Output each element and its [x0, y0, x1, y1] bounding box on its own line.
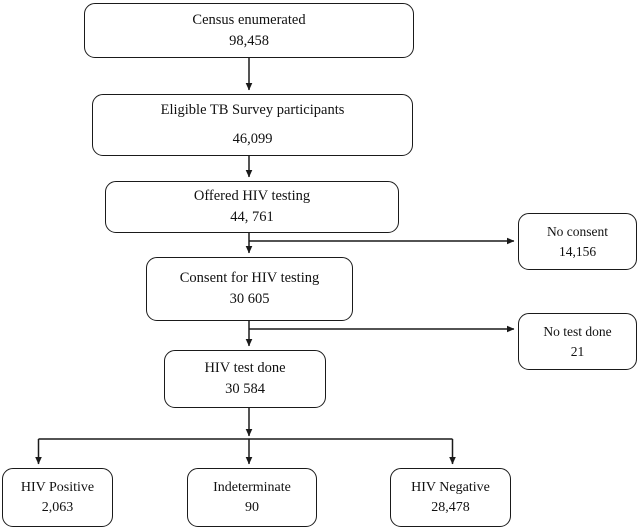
node-consent-label: Consent for HIV testing	[179, 270, 320, 287]
node-offered-value: 44, 761	[230, 209, 274, 225]
node-census-enumerated-label: Census enumerated	[192, 11, 306, 28]
node-hiv-test-done-label: HIV test done	[204, 360, 286, 377]
node-hiv-negative-label: HIV Negative	[411, 479, 490, 495]
node-no-test-done-value: 21	[570, 343, 585, 359]
node-hiv-test-done: HIV test done 30 584	[164, 350, 326, 408]
node-no-consent-value: 14,156	[558, 243, 597, 259]
node-indeterminate: Indeterminate 90	[187, 468, 317, 527]
node-consent-value: 30 605	[229, 291, 270, 307]
node-eligible-tb-survey-participants: Eligible TB Survey participants 46,099	[92, 94, 413, 156]
node-indeterminate-value: 90	[245, 499, 259, 515]
node-hiv-negative-value: 28,478	[431, 499, 470, 515]
node-hiv-positive: HIV Positive 2,063	[2, 468, 113, 527]
node-indeterminate-label: Indeterminate	[213, 479, 291, 495]
node-hiv-test-done-value: 30 584	[225, 381, 265, 397]
node-no-consent-label: No consent	[546, 224, 609, 240]
node-hiv-positive-value: 2,063	[41, 499, 74, 515]
node-no-test-done-label: No test done	[543, 324, 612, 340]
node-hiv-negative: HIV Negative 28,478	[390, 468, 511, 527]
node-no-consent: No consent 14,156	[518, 213, 637, 270]
node-census-enumerated: Census enumerated 98,458	[84, 3, 414, 58]
node-hiv-positive-label: HIV Positive	[20, 479, 95, 495]
node-eligible-label: Eligible TB Survey participants	[160, 102, 345, 119]
node-no-test-done: No test done 21	[518, 313, 637, 370]
node-eligible-value: 46,099	[232, 131, 273, 147]
node-consent-for-hiv-testing: Consent for HIV testing 30 605	[146, 257, 353, 321]
node-offered-hiv-testing: Offered HIV testing 44, 761	[105, 181, 399, 233]
node-offered-label: Offered HIV testing	[193, 188, 311, 205]
node-census-enumerated-value: 98,458	[229, 32, 269, 49]
